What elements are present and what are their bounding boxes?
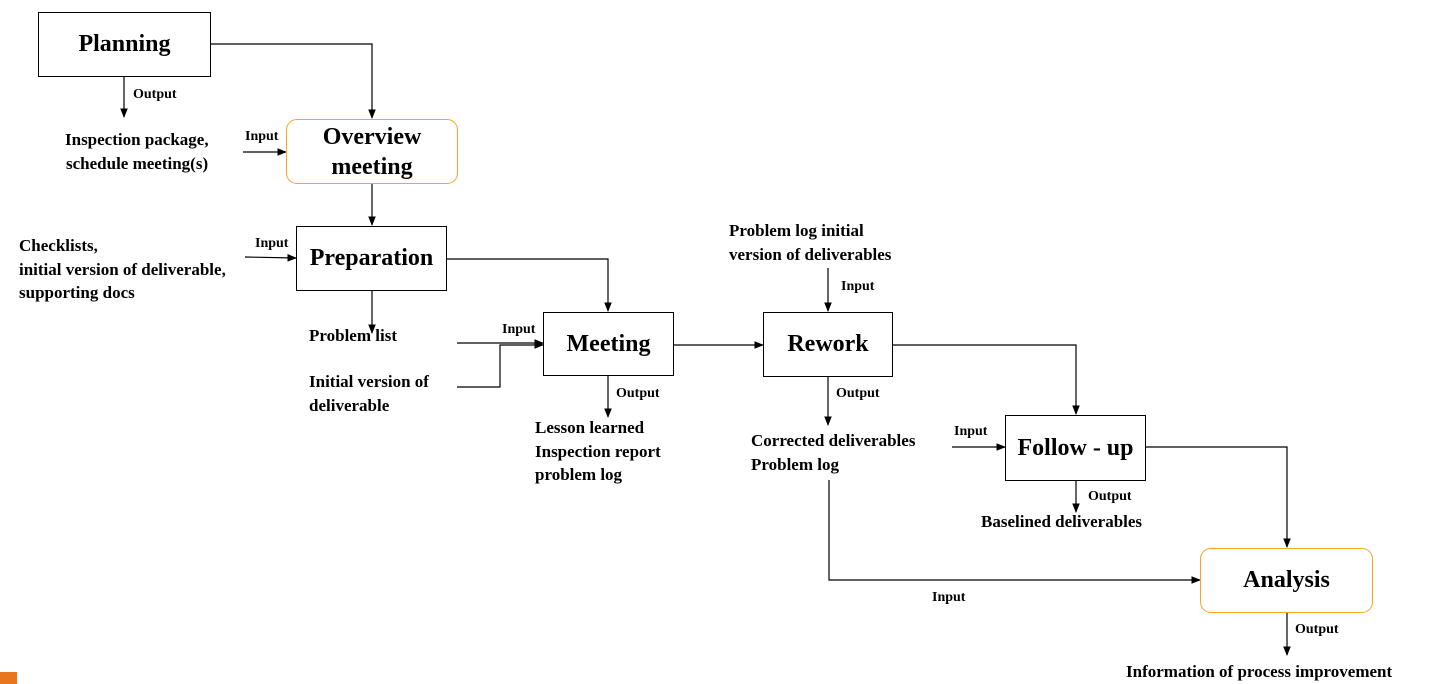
arrow-preparation-input xyxy=(244,253,297,262)
note-problem-list: Problem list xyxy=(309,326,397,345)
note-process-improvement: Information of process improvement xyxy=(1126,662,1393,681)
note-version-of-deliverables: version of deliverables xyxy=(729,245,892,264)
meeting-label: Meeting xyxy=(566,330,651,357)
note-inspection-report: Inspection report xyxy=(535,442,661,461)
note-corrected-deliverables: Corrected deliverables xyxy=(751,431,916,450)
arrow-preparation-to-meeting xyxy=(447,258,612,312)
meeting-input-label: Input xyxy=(502,322,536,337)
arrow-planning-to-overview xyxy=(211,43,376,119)
analysis-label: Analysis xyxy=(1243,567,1330,593)
analysis-box: Analysis xyxy=(1200,548,1373,613)
arrow-followup-to-analysis xyxy=(1146,446,1291,548)
note-problem-log-lower: problem log xyxy=(535,465,623,484)
followup-output-label: Output xyxy=(1088,489,1132,504)
analysis-input-label: Input xyxy=(932,590,966,605)
meeting-box: Meeting xyxy=(543,312,674,376)
note-initial-version-deliverable: initial version of deliverable, xyxy=(19,260,226,279)
note-problem-log: Problem log xyxy=(751,455,839,474)
followup-box: Follow - up xyxy=(1005,415,1146,481)
note-problem-log-initial: Problem log initial xyxy=(729,221,864,240)
analysis-output-label: Output xyxy=(1295,622,1339,637)
arrow-rework-log-to-analysis xyxy=(828,480,1201,584)
note-inspection-package: Inspection package, xyxy=(65,130,209,149)
note-lesson-learned: Lesson learned xyxy=(535,418,645,437)
planning-box: Planning xyxy=(38,12,211,77)
arrow-rework-to-followup xyxy=(893,344,1080,415)
note-schedule-meetings: schedule meeting(s) xyxy=(66,154,209,173)
note-deliverable: deliverable xyxy=(309,396,390,415)
rework-label: Rework xyxy=(787,331,869,357)
followup-label: Follow - up xyxy=(1017,434,1134,461)
rework-input-label: Input xyxy=(841,279,875,294)
note-supporting-docs: supporting docs xyxy=(19,283,135,302)
planning-output-label: Output xyxy=(133,87,177,102)
preparation-box: Preparation xyxy=(296,226,447,291)
meeting-output-label: Output xyxy=(616,386,660,401)
arrow-initial-version-to-meeting xyxy=(457,341,544,388)
followup-input-label: Input xyxy=(954,424,988,439)
overview-meeting-box: Overview meeting xyxy=(286,119,458,184)
overview-input-label: Input xyxy=(245,129,279,144)
note-initial-version-of: Initial version of xyxy=(309,372,429,391)
overview-meeting-label: Overview meeting xyxy=(322,123,422,180)
corner-mark xyxy=(0,672,17,684)
note-checklists: Checklists, xyxy=(19,236,98,255)
note-baselined-deliverables: Baselined deliverables xyxy=(981,512,1143,531)
planning-label: Planning xyxy=(78,31,171,57)
preparation-label: Preparation xyxy=(309,245,434,271)
rework-box: Rework xyxy=(763,312,893,377)
preparation-input-label: Input xyxy=(255,236,289,251)
rework-output-label: Output xyxy=(836,386,880,401)
